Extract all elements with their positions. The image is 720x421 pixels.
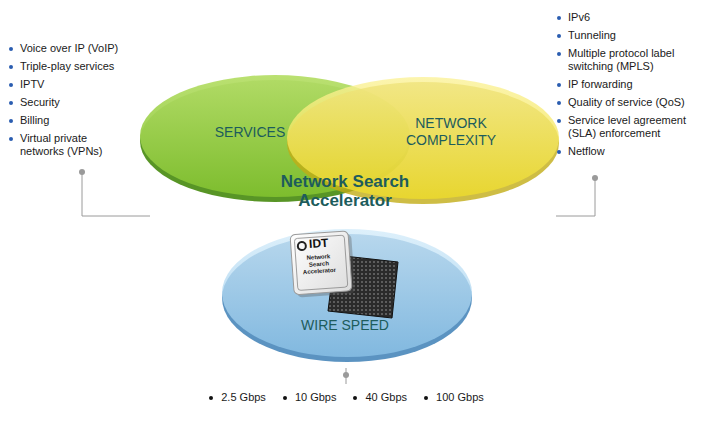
service-item: Triple-play services	[8, 60, 133, 73]
bullet-list: Voice over IP (VoIP) Triple-play services…	[8, 42, 133, 163]
service-item: Security	[8, 96, 133, 109]
circle-heading: NETWORK COMPLEXITY	[381, 115, 521, 149]
feature-item: Quality of service (QoS)	[556, 96, 716, 109]
feature-item: Service level agreement (SLA) enforcemen…	[556, 114, 716, 140]
center-title: Network Search Accelerator	[265, 172, 425, 210]
service-item: Virtual private networks (VPNs)	[8, 132, 133, 158]
bullet-list: IPv6TunnelingMultiple protocol label swi…	[556, 11, 716, 163]
service-item: Voice over IP (VoIP)	[8, 42, 133, 55]
chip-marking: Network Search Accelerator	[296, 252, 341, 276]
circle-heading: WIRE SPEED	[285, 317, 405, 334]
service-item: IPTV	[8, 78, 133, 91]
chip-logo: IDT	[309, 235, 340, 251]
bullet-row: 2.5 Gbps 10 Gbps 40 Gbps 100 Gbps	[208, 391, 484, 404]
speed-item: 40 Gbps	[352, 391, 407, 404]
circle-heading: SERVICES	[190, 124, 310, 141]
feature-item: IPv6	[556, 11, 716, 24]
speed-item: 2.5 Gbps	[208, 391, 266, 404]
feature-item: Tunneling	[556, 29, 716, 42]
speed-item: 100 Gbps	[423, 391, 484, 404]
feature-item: IP forwarding	[556, 78, 716, 91]
speed-item: 10 Gbps	[282, 391, 337, 404]
service-item: Billing	[8, 114, 133, 127]
feature-item: Netflow	[556, 145, 716, 158]
feature-item: Multiple protocol label switching (MPLS)	[556, 47, 716, 73]
